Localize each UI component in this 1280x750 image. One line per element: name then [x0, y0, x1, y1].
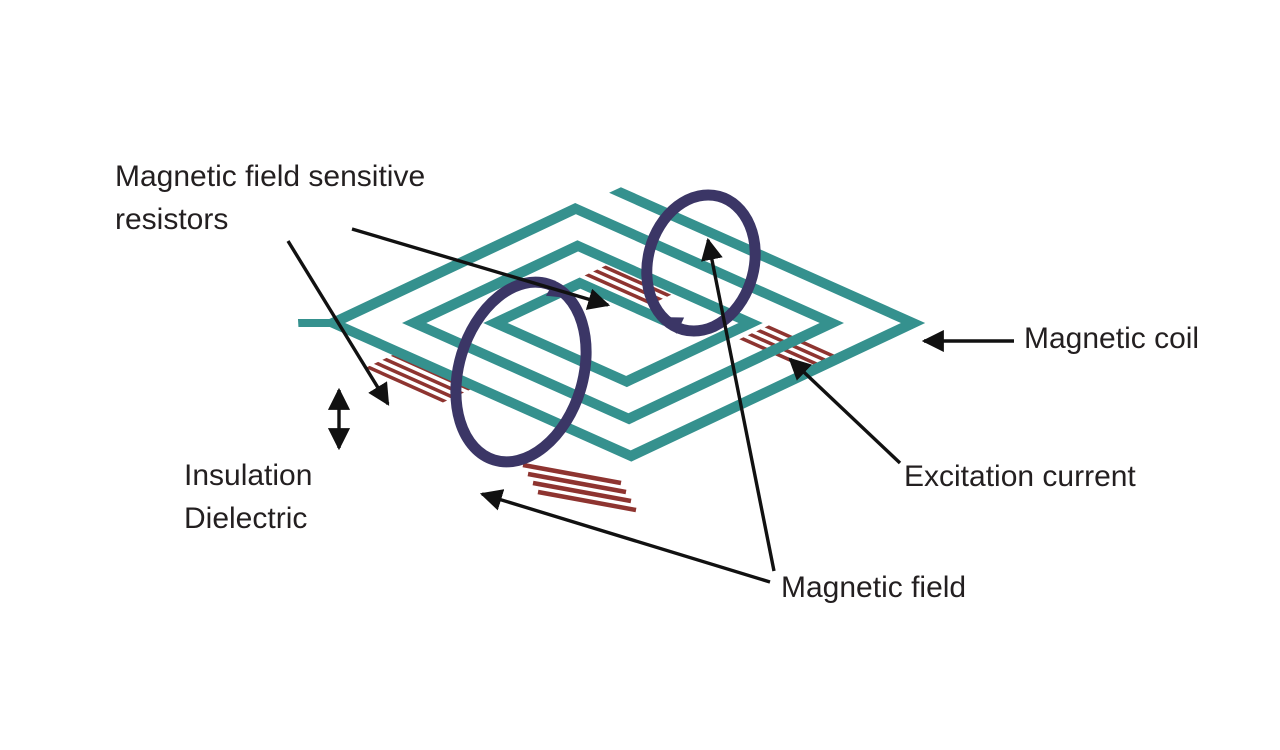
label-magnetic-field: Magnetic field — [781, 571, 967, 604]
label-magnetic-field-sensitive-resistors: Magnetic field sensitive resistors — [115, 162, 425, 235]
arrow-resistors-to-left-group — [286, 240, 390, 406]
label-insulation-line1: Insulation — [184, 459, 313, 492]
label-insulation-dielectric: Insulation Dielectric — [184, 461, 312, 534]
magnetic-coil-spiral — [297, 187, 926, 462]
arrow-magnetic-field-to-plane — [479, 489, 771, 584]
arrow-magnetic-field-to-loop — [701, 237, 776, 572]
arrow-resistors-to-top-group — [351, 227, 611, 310]
label-insulation-line2: Dielectric — [184, 502, 308, 535]
resistor-group-bottom — [522, 462, 637, 513]
arrow-excitation-current — [788, 357, 902, 465]
label-resistors-line2: resistors — [115, 203, 229, 236]
field-loop-arrowhead-icon — [662, 317, 685, 334]
label-excitation-current: Excitation current — [904, 460, 1136, 493]
label-resistors-line1: Magnetic field sensitive — [115, 160, 426, 193]
label-magnetic-coil: Magnetic coil — [1024, 322, 1200, 355]
magnetic-field-loop-right — [641, 189, 761, 337]
